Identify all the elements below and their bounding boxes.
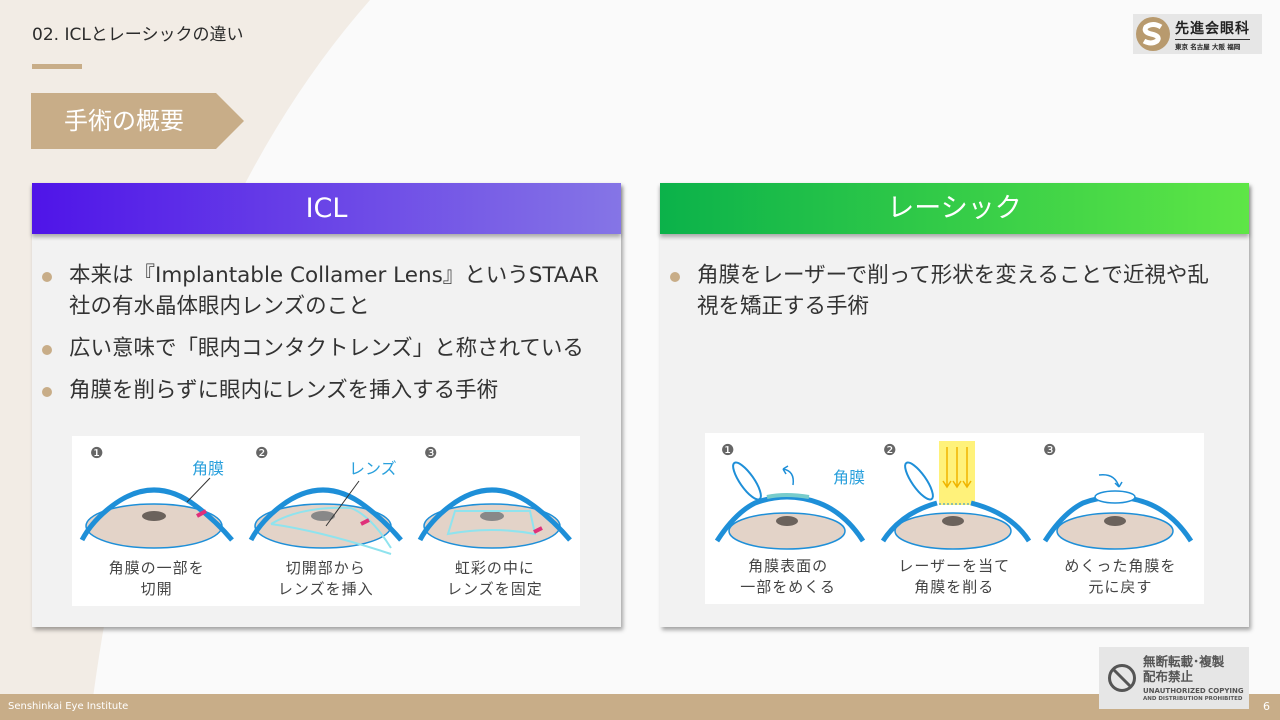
icl-bullets: 本来は『Implantable Collamer Lens』というSTAAR社の… (32, 234, 621, 406)
icl-header: ICL (32, 183, 621, 234)
svg-text:❷: ❷ (255, 444, 268, 462)
step-caption: 角膜の一部を切開 (108, 559, 205, 598)
bullet-item: 本来は『Implantable Collamer Lens』というSTAAR社の… (42, 260, 601, 322)
eye-laser-icon: ❷ (881, 441, 1032, 550)
svg-text:角膜: 角膜 (833, 468, 865, 487)
svg-text:❷: ❷ (883, 441, 896, 459)
icl-panel: ICL 本来は『Implantable Collamer Lens』というSTA… (32, 183, 621, 627)
clinic-logo: 先進会眼科東京 名古屋 大阪 福岡 (1133, 14, 1262, 54)
copyright-line2: 配布禁止 (1143, 669, 1194, 684)
step-caption: 切開部からレンズを挿入 (277, 559, 374, 598)
svg-text:レンズ: レンズ (349, 459, 397, 478)
footer: Senshinkai Eye Institute 6 (0, 694, 1280, 720)
title-underline (32, 64, 82, 69)
prohibited-icon (1108, 664, 1136, 692)
footer-org: Senshinkai Eye Institute (8, 701, 129, 712)
icl-illustration: ❶ 角膜 角膜の一部を切開 ❷ レンズ 切開部からレンズを挿入 ❸ 虹彩の中にレ… (72, 436, 580, 606)
section-tag: 手術の概要 (31, 93, 244, 149)
bullet-item: 角膜をレーザーで削って形状を変えることで近視や乱視を矯正する手術 (670, 260, 1229, 322)
eye-flap-return-icon: ❸ (1043, 441, 1194, 550)
lasik-panel: レーシック 角膜をレーザーで削って形状を変えることで近視や乱視を矯正する手術 ❶… (660, 183, 1249, 627)
step-caption: 虹彩の中にレンズを固定 (447, 559, 543, 598)
logo-name: 先進会眼科 (1175, 20, 1250, 37)
lasik-header: レーシック (660, 183, 1249, 234)
step-caption: 角膜表面の一部をめくる (740, 557, 836, 596)
svg-text:❶: ❶ (90, 444, 103, 462)
logo-s-icon (1136, 17, 1170, 51)
svg-text:❶: ❶ (721, 441, 734, 459)
lasik-illustration: ❶ 角膜 角膜表面の一部をめくる ❷ レーザーを当て角膜を削る ❸ めくった角膜… (705, 433, 1204, 604)
bullet-item: 広い意味で「眼内コンタクトレンズ」と称されている (42, 333, 601, 364)
page-number: 6 (1263, 700, 1270, 713)
logo-locations: 東京 名古屋 大阪 福岡 (1175, 38, 1250, 51)
bullet-item: 角膜を削らずに眼内にレンズを挿入する手術 (42, 375, 601, 406)
copyright-line1: 無断転載･複製 (1143, 654, 1225, 669)
svg-text:角膜: 角膜 (192, 459, 224, 478)
copyright-line4: AND DISTRIBUTION PROHIBITED (1143, 696, 1243, 702)
eye-lens-fixed-icon: ❸ (418, 444, 573, 549)
lasik-step-3: ❸ めくった角膜を元に戻す (1037, 433, 1203, 604)
eye-incision-icon: ❶ 角膜 (79, 444, 234, 549)
svg-text:❸: ❸ (424, 444, 437, 462)
icl-step-2: ❷ レンズ 切開部からレンズを挿入 (241, 436, 410, 606)
page-title: 02. ICLとレーシックの違い (32, 25, 244, 45)
lasik-bullets: 角膜をレーザーで削って形状を変えることで近視や乱視を矯正する手術 (660, 234, 1249, 322)
eye-lens-insert-icon: ❷ レンズ (248, 444, 404, 555)
icl-step-1: ❶ 角膜 角膜の一部を切開 (72, 436, 241, 606)
lasik-step-1: ❶ 角膜 角膜表面の一部をめくる (705, 433, 871, 604)
copyright-notice: 無断転載･複製 配布禁止 UNAUTHORIZED COPYING AND DI… (1099, 647, 1249, 709)
lasik-step-2: ❷ レーザーを当て角膜を削る (871, 433, 1037, 604)
icl-step-3: ❸ 虹彩の中にレンズを固定 (410, 436, 579, 606)
eye-flap-lift-icon: ❶ 角膜 (714, 441, 866, 550)
copyright-line3: UNAUTHORIZED COPYING (1143, 687, 1244, 695)
step-caption: レーザーを当て角膜を削る (898, 557, 1011, 596)
svg-text:❸: ❸ (1043, 441, 1056, 459)
step-caption: めくった角膜を元に戻す (1064, 557, 1177, 596)
